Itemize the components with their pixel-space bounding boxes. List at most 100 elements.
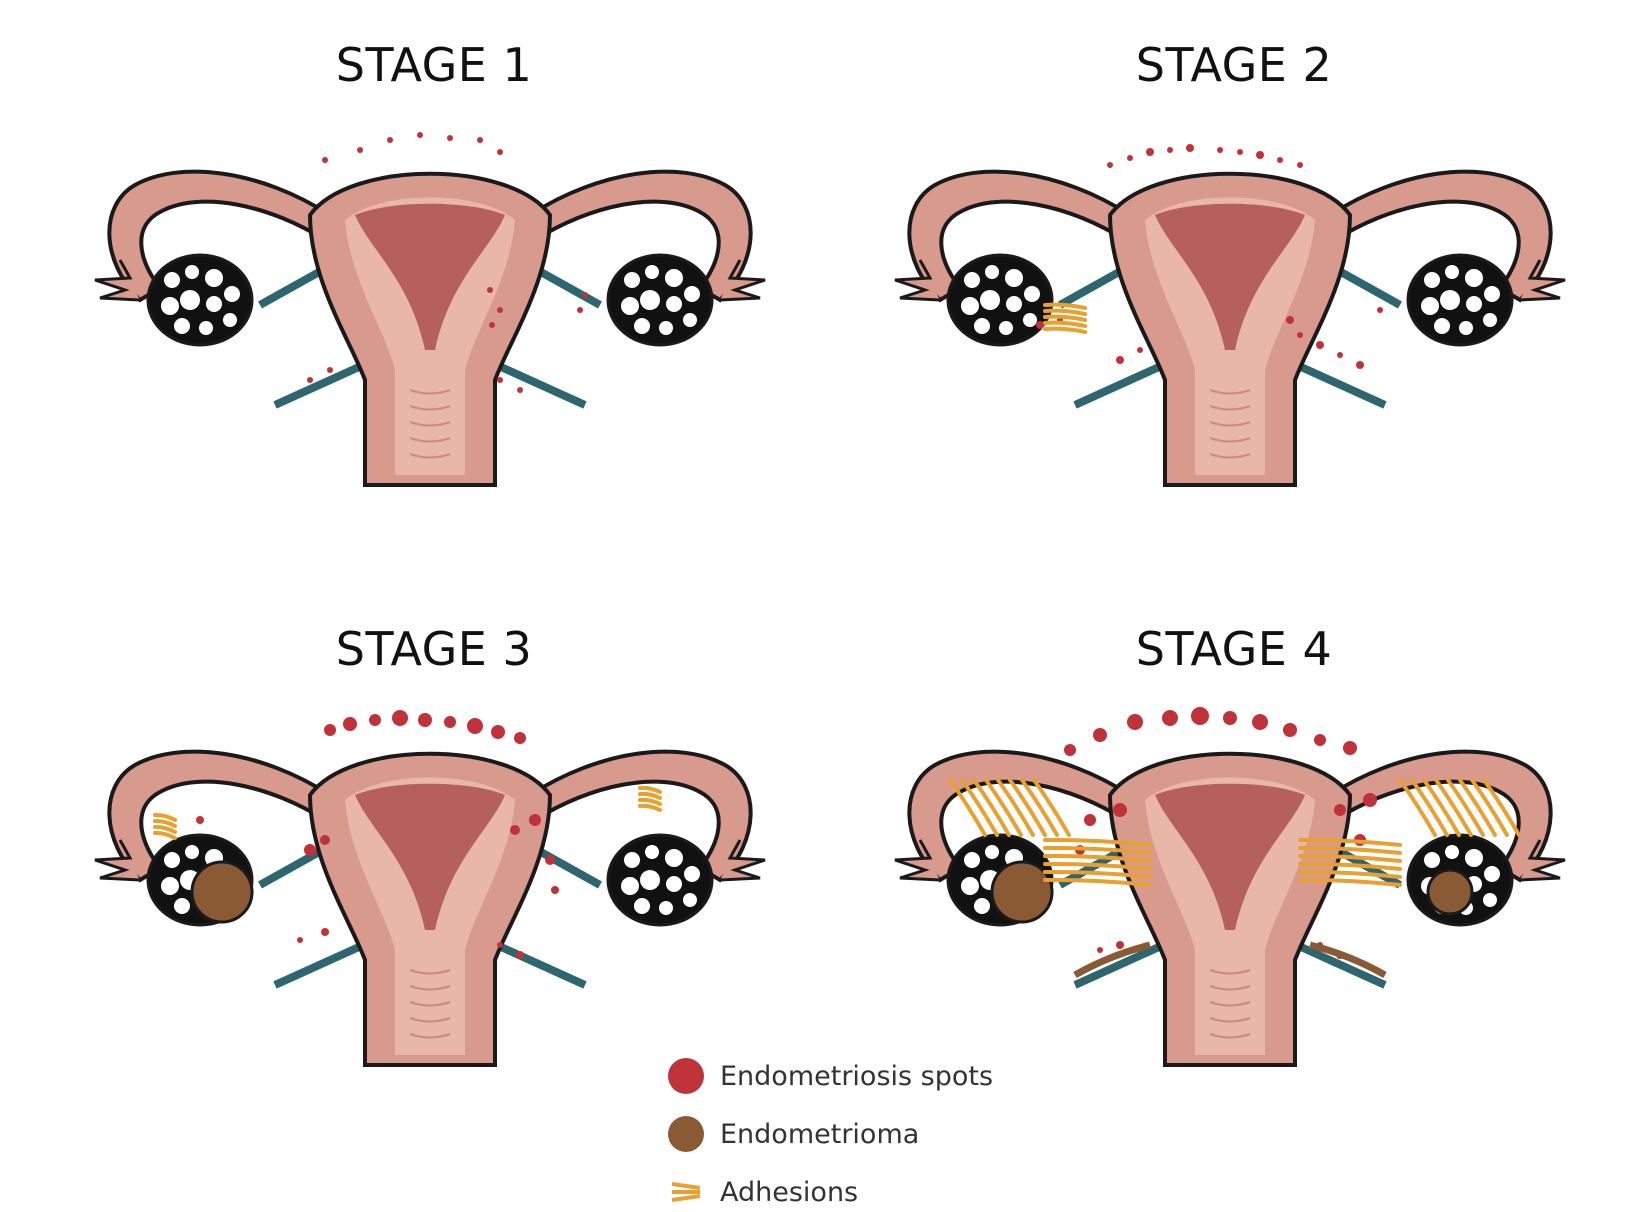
endometriosis-spot <box>322 157 328 163</box>
endometriosis-spot <box>1316 341 1324 349</box>
follicle <box>1466 296 1482 312</box>
endometriosis-spot <box>1116 356 1124 364</box>
ovary-left <box>948 835 1052 925</box>
endometrioma <box>992 862 1052 922</box>
endometriosis-spot <box>1146 148 1154 156</box>
follicle <box>161 297 179 315</box>
ovary-left <box>148 255 252 345</box>
endometriosis-spot <box>1162 710 1178 726</box>
follicle <box>645 845 659 859</box>
endometriosis-spot <box>324 724 336 736</box>
endometriosis-spot <box>582 292 588 298</box>
endometriosis-spot <box>387 137 393 143</box>
adhesion-line <box>1045 323 1085 326</box>
follicle <box>683 313 697 327</box>
legend-label-endometrioma: Endometrioma <box>720 1119 919 1150</box>
endometriosis-spot <box>1223 711 1237 725</box>
adhesion-line <box>155 833 175 838</box>
follicle <box>223 313 237 327</box>
ovary-right <box>1408 835 1512 925</box>
adhesion-line <box>1045 329 1085 332</box>
endometriosis-spot <box>1277 157 1283 163</box>
endometriosis-spot <box>551 886 559 894</box>
endometriosis-spot <box>1363 793 1377 807</box>
endometriosis-spot <box>545 855 555 865</box>
ovary-right <box>1408 255 1512 345</box>
follicle <box>1421 297 1439 315</box>
endometriosis-spot <box>1036 321 1044 329</box>
endometriosis-spot <box>1127 155 1133 161</box>
adhesion-line <box>640 794 660 798</box>
follicle <box>161 877 179 895</box>
endometriosis-spot <box>1186 144 1194 152</box>
adhesion-lines-icon <box>668 1174 704 1210</box>
follicle <box>1484 286 1500 302</box>
follicle <box>684 866 700 882</box>
uterosacral-ligament-right <box>490 362 585 405</box>
legend-item-adhesions: Adhesions <box>668 1172 858 1212</box>
follicle <box>185 845 199 859</box>
follicle <box>1465 849 1483 867</box>
endometriosis-spot <box>297 937 303 943</box>
adhesion-line <box>1045 317 1085 320</box>
follicle <box>1424 272 1440 288</box>
follicle <box>645 265 659 279</box>
endometriosis-spot <box>1084 814 1096 826</box>
endometriosis-spot <box>1297 162 1303 168</box>
endometriosis-spot <box>529 814 541 826</box>
follicle <box>999 321 1013 335</box>
endometriosis-spot <box>447 135 453 141</box>
endometriosis-spot <box>1337 352 1343 358</box>
stage-1-title: STAGE 1 <box>224 38 644 92</box>
follicle <box>634 318 650 334</box>
ovary-left <box>148 835 252 925</box>
endometriosis-spot <box>1217 147 1223 153</box>
endometriosis-spot <box>444 716 456 728</box>
endometriosis-spot <box>1116 941 1124 949</box>
endometrioma <box>192 862 252 922</box>
follicle <box>640 870 660 890</box>
follicle <box>665 269 683 287</box>
follicle <box>665 849 683 867</box>
stage-2-uterus-diagram <box>880 120 1580 520</box>
endometriosis-spot <box>320 835 330 845</box>
endometriosis-spot <box>417 132 423 138</box>
stage-4-uterus-diagram <box>880 700 1580 1100</box>
follicle <box>621 877 639 895</box>
endometriosis-spot <box>1252 714 1268 730</box>
follicle <box>985 265 999 279</box>
uterus-group <box>95 172 765 485</box>
follicle <box>180 290 200 310</box>
legend-item-spots: Endometriosis spots <box>668 1056 993 1096</box>
ovary-left <box>948 255 1052 345</box>
endometriosis-spot <box>1297 332 1303 338</box>
endometriosis-spot <box>577 307 583 313</box>
endometriosis-spot <box>1356 361 1364 369</box>
follicle <box>974 318 990 334</box>
endometrioma <box>1428 870 1472 914</box>
endometriosis-spot <box>307 377 313 383</box>
endometriosis-spot <box>517 387 523 393</box>
legend-item-endometrioma: Endometrioma <box>668 1114 919 1154</box>
follicle <box>1459 321 1473 335</box>
uterus-group <box>895 752 1565 1065</box>
legend-label-adhesions: Adhesions <box>720 1177 858 1208</box>
red-dot-icon <box>668 1058 704 1094</box>
follicle <box>683 893 697 907</box>
follicle <box>964 272 980 288</box>
stage-2-title: STAGE 2 <box>1024 38 1444 92</box>
endometriosis-spot <box>497 149 503 155</box>
endometriosis-spot <box>369 714 381 726</box>
follicle <box>985 845 999 859</box>
follicle <box>624 272 640 288</box>
endometriosis-spot <box>497 377 503 383</box>
endometriosis-spot <box>1113 803 1127 817</box>
ovary-right <box>608 255 712 345</box>
follicle <box>1424 852 1440 868</box>
ovary-right <box>608 835 712 925</box>
follicle <box>1023 313 1037 327</box>
follicle <box>666 876 682 892</box>
follicle <box>164 852 180 868</box>
endometriosis-spot <box>1343 741 1357 755</box>
endometriosis-spot <box>1137 347 1143 353</box>
